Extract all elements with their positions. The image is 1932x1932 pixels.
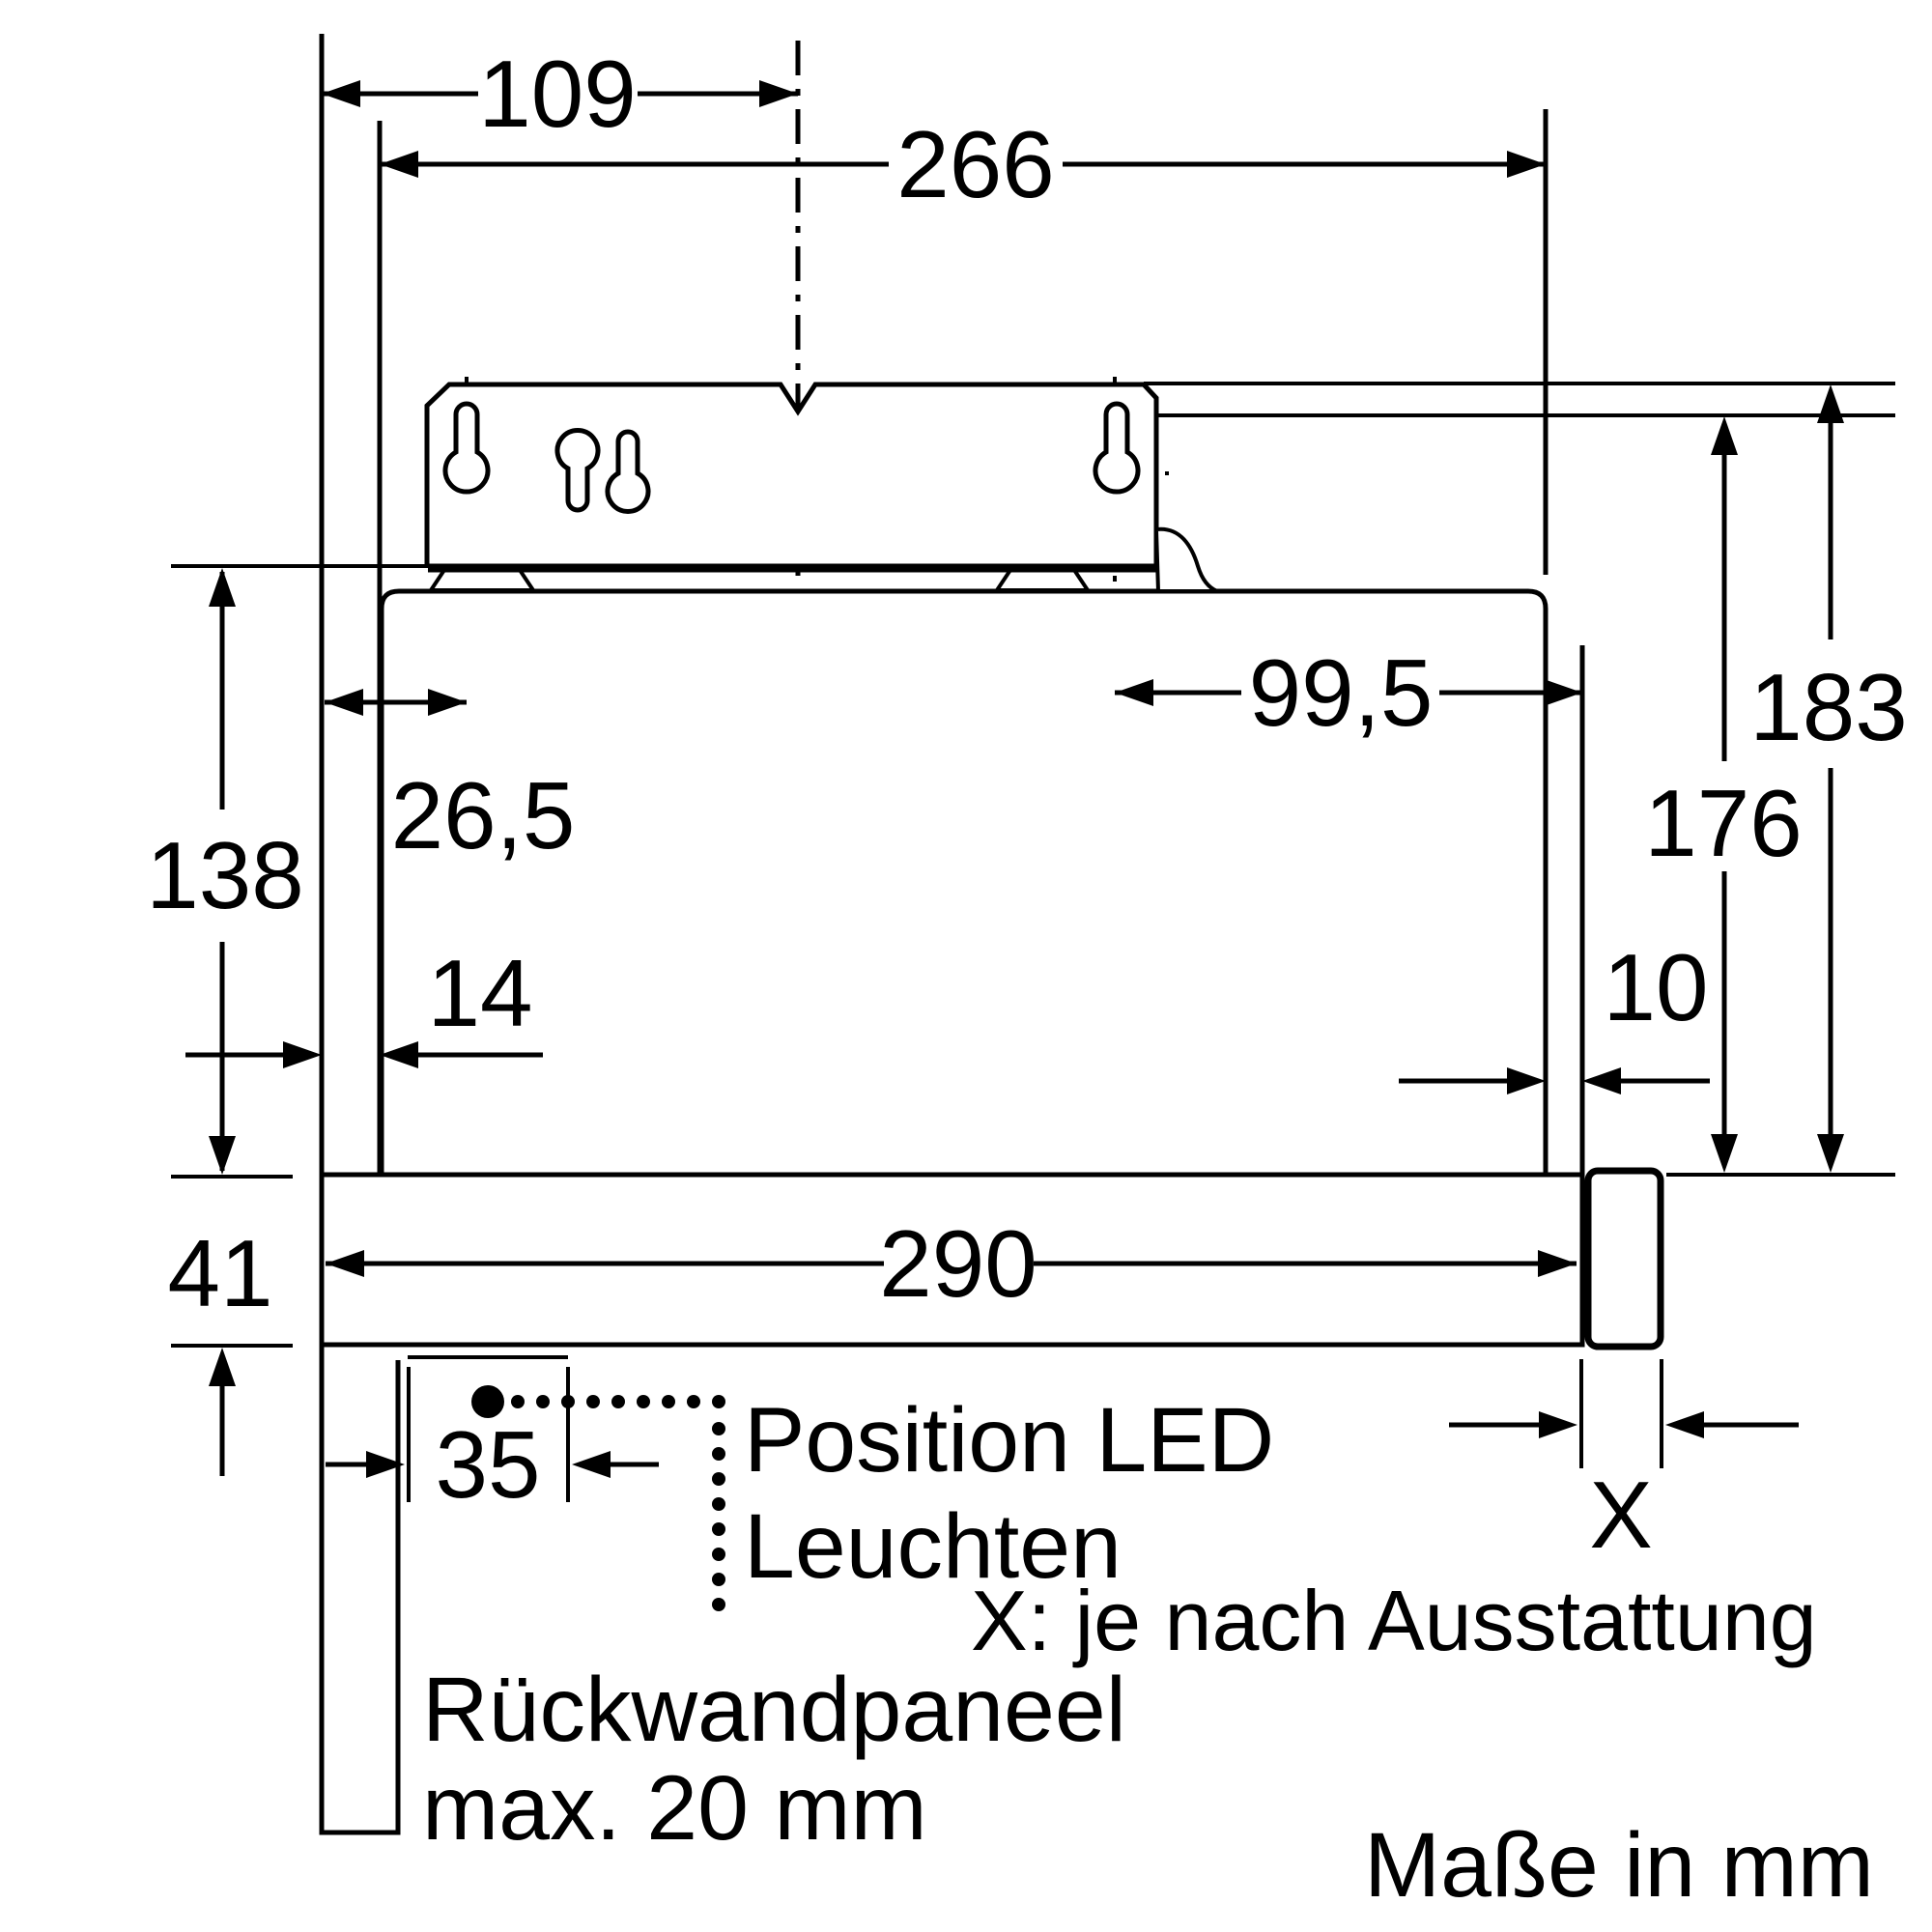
back-panel xyxy=(319,1345,401,1835)
dim-99-5-label: 99,5 xyxy=(1249,639,1434,746)
back-panel-note-line1: Rückwandpaneel xyxy=(422,1659,1126,1761)
dimension-41: 41 xyxy=(167,1220,273,1476)
led-leader-dots-vertical xyxy=(712,1422,725,1611)
led-note-line2: Leuchten xyxy=(744,1495,1122,1598)
arrow-up-icon xyxy=(1817,384,1844,423)
dim-290-label: 290 xyxy=(879,1210,1037,1317)
arrow-left-icon xyxy=(1115,679,1153,706)
keyhole-slot-middle-left xyxy=(554,428,601,513)
keyhole-slot-middle-right xyxy=(605,429,651,514)
dim-41-label: 41 xyxy=(167,1220,272,1326)
pullout-panel xyxy=(319,1172,1585,1348)
arrow-right-icon xyxy=(759,80,798,107)
arrow-down-icon xyxy=(209,1136,236,1175)
arrow-right-icon xyxy=(366,1451,405,1478)
arrow-right-icon xyxy=(1507,1067,1546,1094)
arrow-right-icon xyxy=(1539,1411,1577,1438)
dimension-x: X xyxy=(1449,1411,1799,1568)
dim-14-label: 14 xyxy=(427,940,532,1046)
arrow-right-icon xyxy=(428,689,467,716)
keyhole-slot-right xyxy=(1093,401,1141,495)
led-marker xyxy=(471,1385,725,1611)
bracket-foot-right xyxy=(993,568,1092,592)
dim-10-label: 10 xyxy=(1603,934,1708,1040)
dimension-109: 109 xyxy=(322,41,798,147)
hood-body xyxy=(379,588,1548,1175)
dim-35-label: 35 xyxy=(435,1411,540,1518)
annotations: Position LED Leuchten X: je nach Ausstat… xyxy=(422,1389,1874,1917)
arrow-left-icon xyxy=(380,151,418,178)
dimension-99-5: 99,5 xyxy=(1115,639,1582,746)
led-note-line1: Position LED xyxy=(744,1389,1274,1492)
arrow-left-icon xyxy=(1582,1067,1621,1094)
dim-138-label: 138 xyxy=(146,822,304,928)
led-leader-dots-horizontal xyxy=(511,1395,725,1408)
arrow-left-icon xyxy=(380,1041,418,1068)
arrow-up-icon xyxy=(1711,416,1738,455)
arrow-left-icon xyxy=(326,1250,364,1277)
dimension-138: 138 xyxy=(146,568,304,1175)
bracket-foot-left xyxy=(427,568,537,592)
arrow-left-icon xyxy=(325,689,363,716)
dim-176-label: 176 xyxy=(1644,770,1803,876)
units-note: Maße in mm xyxy=(1364,1814,1874,1917)
bracket-tab xyxy=(1153,526,1218,593)
dimension-35: 35 xyxy=(326,1411,659,1518)
led-dot xyxy=(471,1385,504,1418)
mounting-bracket xyxy=(424,382,1218,593)
bracket-outline xyxy=(424,382,1159,566)
dimension-183: 183 xyxy=(1749,384,1908,1173)
back-panel-note-line2: max. 20 mm xyxy=(422,1757,927,1860)
dimension-176: 176 xyxy=(1644,416,1803,1173)
dim-26-5-label: 26,5 xyxy=(391,762,576,868)
arrow-right-icon xyxy=(1544,679,1582,706)
arrow-right-icon xyxy=(283,1041,322,1068)
arrow-down-icon xyxy=(1817,1134,1844,1173)
arrow-left-icon xyxy=(572,1451,611,1478)
dim-266-label: 266 xyxy=(896,111,1055,217)
keyhole-slot-left xyxy=(442,401,491,495)
dimension-26-5: 26,5 xyxy=(325,689,575,868)
dim-x-label: X xyxy=(1589,1462,1652,1568)
dim-183-label: 183 xyxy=(1749,654,1908,760)
arrow-left-icon xyxy=(1665,1411,1704,1438)
end-cap xyxy=(1584,1167,1664,1350)
arrow-up-icon xyxy=(209,1348,236,1386)
x-note: X: je nach Ausstattung xyxy=(971,1573,1817,1668)
arrow-down-icon xyxy=(1711,1134,1738,1173)
arrow-right-icon xyxy=(1507,151,1546,178)
arrow-right-icon xyxy=(1538,1250,1577,1277)
arrow-left-icon xyxy=(322,80,360,107)
lower-assembly xyxy=(319,1167,1664,1835)
dimension-266: 266 xyxy=(380,111,1546,217)
arrow-up-icon xyxy=(209,568,236,607)
dimension-14: 14 xyxy=(185,940,543,1068)
dimension-290: 290 xyxy=(326,1210,1577,1317)
hood-body-outline xyxy=(379,588,1548,1175)
dim-109-label: 109 xyxy=(478,41,637,147)
dimension-10: 10 xyxy=(1399,934,1710,1094)
